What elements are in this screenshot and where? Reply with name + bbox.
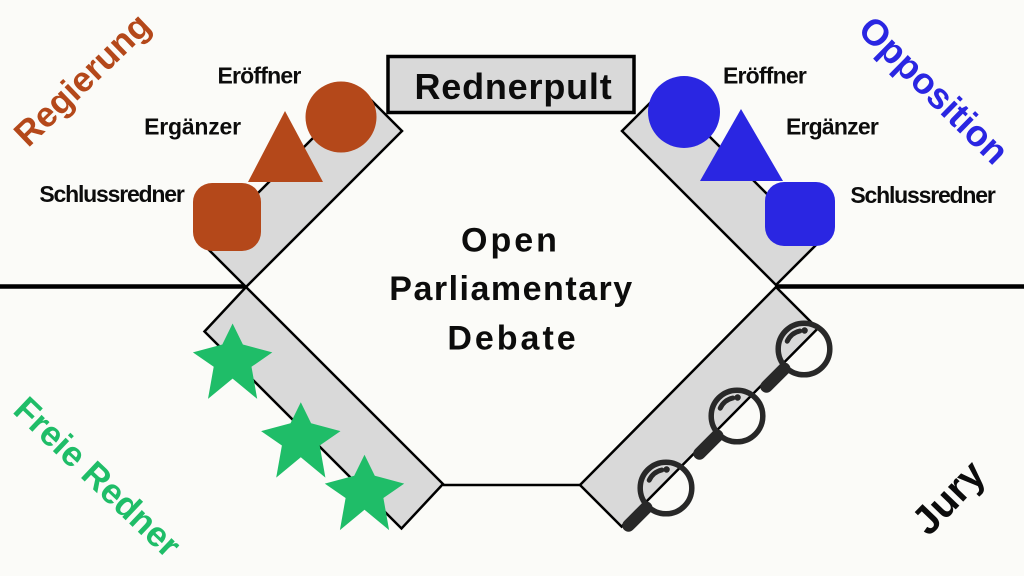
svg-text:Eröffner: Eröffner [217, 63, 301, 89]
svg-text:Eröffner: Eröffner [723, 63, 807, 89]
svg-text:Ergänzer: Ergänzer [144, 114, 241, 140]
svg-text:Schlussredner: Schlussredner [850, 182, 995, 208]
svg-text:Schlussredner: Schlussredner [39, 181, 184, 207]
svg-text:Rednerpult: Rednerpult [414, 66, 612, 107]
svg-text:Open: Open [461, 222, 560, 260]
svg-text:Debate: Debate [447, 320, 578, 358]
svg-text:Ergänzer: Ergänzer [786, 114, 879, 140]
svg-text:Parliamentary: Parliamentary [389, 270, 633, 308]
